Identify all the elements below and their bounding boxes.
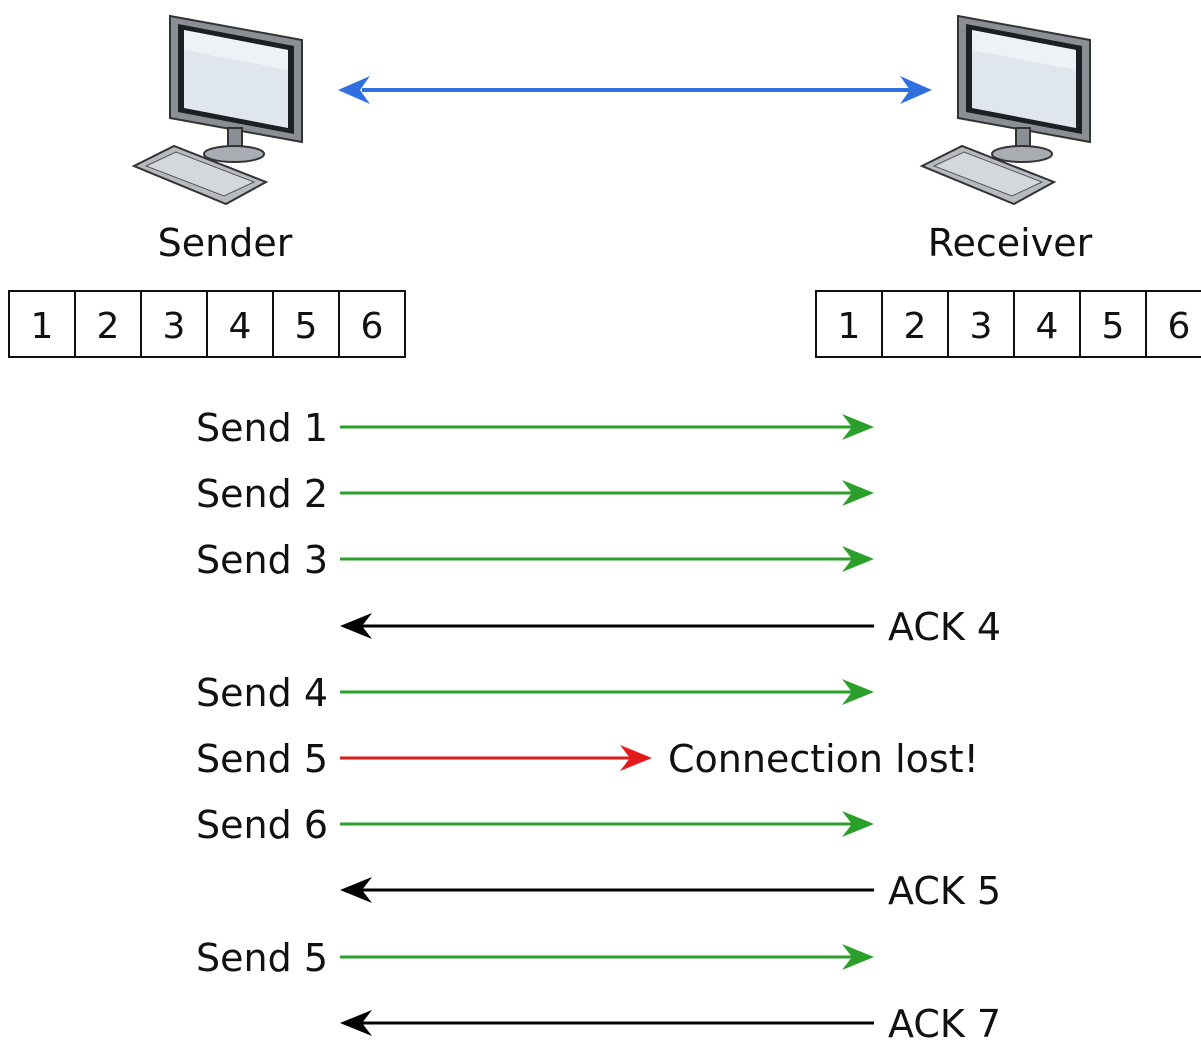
send-label: Send 5	[196, 936, 328, 980]
receiver-window-cell-number: 4	[1036, 306, 1059, 347]
receiver-window-cell-number: 3	[970, 306, 993, 347]
send-label: Send 2	[196, 472, 328, 516]
connection-link	[338, 76, 932, 104]
arrowhead-right	[842, 480, 874, 506]
arrowhead-right	[842, 944, 874, 970]
arrowhead-right	[842, 679, 874, 705]
sender-window: 1 2 3 4 5 6	[8, 290, 406, 358]
ack-label: ACK 4	[888, 605, 1001, 649]
send-row: Send 6	[196, 803, 874, 847]
sender-computer-icon	[131, 14, 303, 206]
arrowhead-right	[842, 414, 874, 440]
connection-lost-note: Connection lost!	[668, 737, 979, 781]
sender-window-cell	[272, 290, 340, 358]
lost-row: Send 5 Connection lost!	[196, 737, 979, 781]
receiver-window-cell	[1145, 290, 1201, 358]
ack-label: ACK 5	[888, 869, 1001, 913]
send-row: Send 4	[196, 671, 874, 715]
exchange-sequence: Send 1 Send 2 Send 3 ACK 4 Send 4 Send 5 Conne…	[196, 406, 1001, 1040]
sender-label: Sender	[158, 221, 293, 265]
receiver-window-cell-number: 6	[1168, 306, 1191, 347]
arrowhead-right	[842, 546, 874, 572]
receiver-window-cell-number: 2	[904, 306, 927, 347]
receiver-computer-icon	[919, 14, 1091, 206]
send-label: Send 4	[196, 671, 328, 715]
arrowhead-right	[620, 745, 652, 771]
send-row: Send 2	[196, 472, 874, 516]
send-label: Send 1	[196, 406, 328, 450]
send-row: Send 5	[196, 936, 874, 980]
receiver-window-cell	[1013, 290, 1081, 358]
receiver-label: Receiver	[928, 221, 1093, 265]
ack-row: ACK 5	[340, 869, 1001, 913]
send-label: Send 6	[196, 803, 328, 847]
sender-window-cell-number: 3	[163, 306, 186, 347]
receiver-window-cell	[947, 290, 1015, 358]
receiver-window-cell-number: 1	[838, 306, 861, 347]
ack-row: ACK 4	[340, 605, 1001, 649]
receiver-window-cell-number: 5	[1102, 306, 1125, 347]
sender-window-cell-number: 1	[31, 306, 54, 347]
sender-window-cell-number: 2	[97, 306, 120, 347]
arrowhead-left	[340, 1010, 372, 1036]
ack-label: ACK 7	[888, 1002, 1001, 1040]
sender-window-cell-number: 4	[229, 306, 252, 347]
sender-window-cell-number: 5	[295, 306, 318, 347]
link-arrowhead-right	[900, 76, 932, 104]
sender-window-cell	[8, 290, 76, 358]
send-row: Send 3	[196, 538, 874, 582]
send-label: Send 3	[196, 538, 328, 582]
arrowhead-left	[340, 613, 372, 639]
arrowhead-left	[340, 877, 372, 903]
sender-window-cell	[338, 290, 406, 358]
send-label: Send 5	[196, 737, 328, 781]
sender-window-cell	[140, 290, 208, 358]
receiver-window: 1 2 3 4 5 6	[815, 290, 1201, 358]
send-row: Send 1	[196, 406, 874, 450]
ack-row: ACK 7	[340, 1002, 1001, 1040]
sender-window-cell-number: 6	[361, 306, 384, 347]
receiver-window-cell	[815, 290, 883, 358]
link-arrowhead-left	[338, 76, 370, 104]
arrowhead-right	[842, 811, 874, 837]
